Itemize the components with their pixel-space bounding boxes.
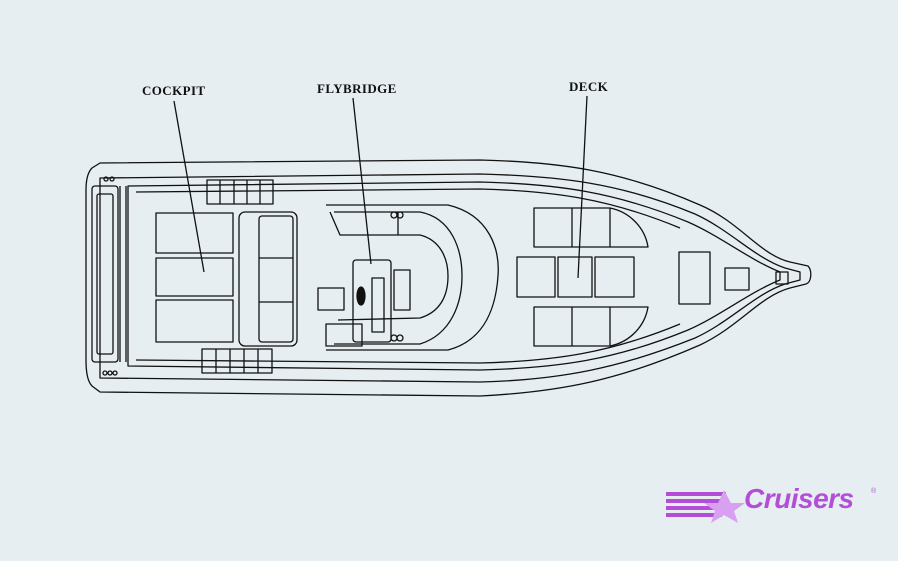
cruisers-logo: Cruisers xyxy=(744,483,854,514)
label-cockpit: COCKPIT xyxy=(142,83,206,98)
label-deck: DECK xyxy=(569,79,609,94)
cruisers-logo-stripes xyxy=(666,490,745,523)
flybridge-outline xyxy=(326,204,499,351)
hull-outline xyxy=(85,159,812,397)
registered-mark: ® xyxy=(871,488,877,495)
deck-sunpad xyxy=(533,207,649,248)
cockpit-hatch xyxy=(155,212,234,254)
label-flybridge: FLYBRIDGE xyxy=(317,81,397,96)
